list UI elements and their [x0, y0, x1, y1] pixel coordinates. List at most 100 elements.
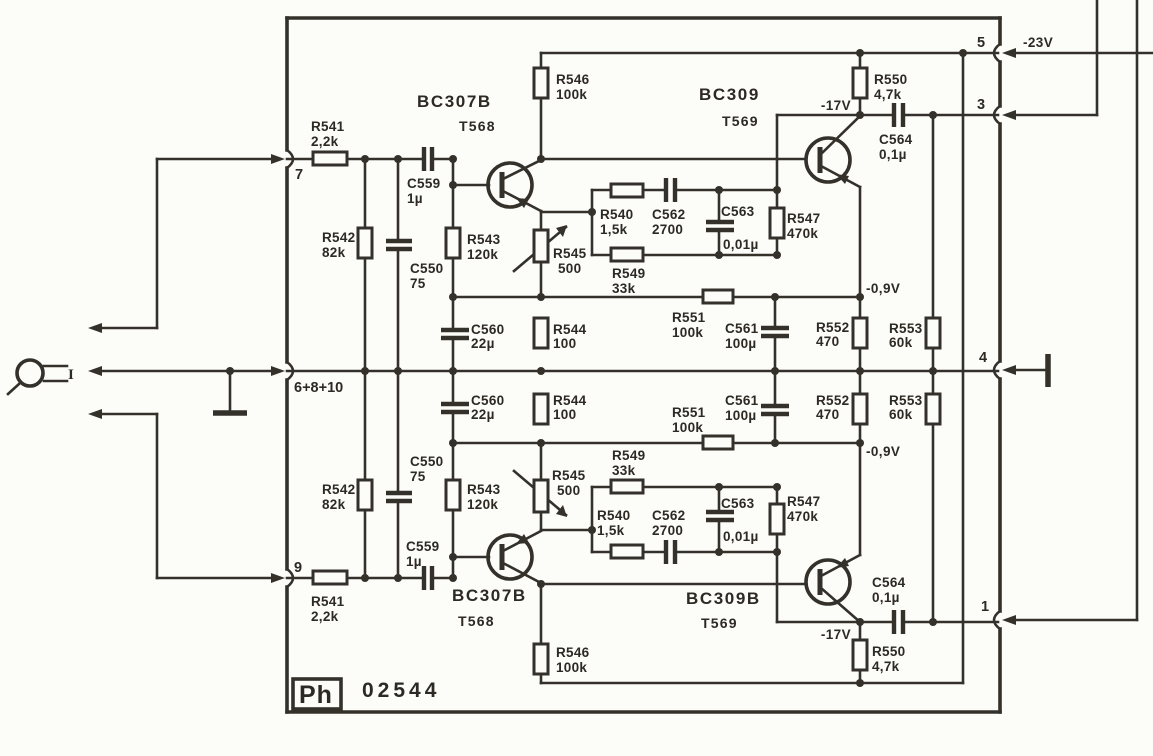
- resistor-r550-bottom: [851, 638, 869, 672]
- value-r553-bottom: 60k: [889, 407, 913, 422]
- external-right-wiring: [1002, 0, 1153, 625]
- value-r545-top: 500: [558, 261, 581, 276]
- label-r541-bottom: R541: [311, 594, 345, 609]
- label-c563-bottom: C563: [721, 496, 755, 511]
- value-r540-bottom: 1,5k: [597, 523, 625, 538]
- label-c560-top: C560: [471, 322, 504, 337]
- value-r551-top: 100k: [672, 325, 703, 340]
- label-c550-top: C550: [410, 261, 443, 276]
- resistor-r543-bottom: [444, 478, 462, 512]
- q1-id: T568: [459, 118, 496, 134]
- terminal-label-7: 7: [295, 167, 303, 183]
- resistor-r545-bottom: [532, 478, 550, 514]
- resistor-r543-top: [444, 226, 462, 260]
- value-c559-bottom: 1µ: [406, 554, 422, 569]
- label-r542-bottom: R542: [322, 482, 355, 497]
- capacitor-c564-top: [891, 103, 906, 127]
- resistor-r550-top: [851, 66, 869, 100]
- q4-id: T569: [701, 615, 738, 631]
- resistor-r542-bottom: [356, 478, 374, 512]
- terminal-label-4: 4: [979, 350, 987, 366]
- label-r540-top: R540: [600, 207, 633, 222]
- label-r547-top: R547: [787, 211, 820, 226]
- terminal-label-3: 3: [977, 97, 985, 113]
- capacitor-c550-top: [386, 238, 412, 252]
- emitter-voltage-top: -0,9V: [866, 281, 900, 296]
- resistor-r552-top: [851, 316, 869, 350]
- label-c560-bottom: C560: [471, 393, 504, 408]
- value-r540-top: 1,5k: [600, 222, 628, 237]
- value-c564-top: 0,1µ: [879, 147, 907, 162]
- value-r550-bottom: 4,7k: [872, 659, 900, 674]
- capacitor-c560-bottom: [441, 401, 469, 415]
- value-r542-bottom: 82k: [322, 497, 346, 512]
- q2-id: T569: [722, 113, 759, 129]
- resistor-r546-top: [532, 66, 550, 100]
- resistor-symbols: [311, 66, 942, 676]
- label-c550-bottom: C550: [410, 454, 443, 469]
- label-r552-bottom: R552: [816, 393, 849, 408]
- input-connector-symbol: [6, 358, 69, 396]
- transistor-q1-symbol: [486, 161, 534, 209]
- value-c560-bottom: 22µ: [471, 407, 495, 422]
- value-r543-top: 120k: [467, 247, 498, 262]
- transistor-q2-symbol: [804, 136, 852, 184]
- label-r549-bottom: R549: [612, 448, 645, 463]
- capacitor-symbols: [386, 103, 906, 634]
- value-r551-bottom: 100k: [672, 420, 703, 435]
- label-r543-top: R543: [467, 232, 501, 247]
- label-r543-bottom: R543: [467, 482, 501, 497]
- value-r550-top: 4,7k: [874, 87, 902, 102]
- label-c559-bottom: C559: [406, 539, 439, 554]
- capacitor-c563-top: [706, 219, 734, 233]
- label-r550-bottom: R550: [872, 644, 905, 659]
- capacitor-c559-top: [421, 147, 435, 171]
- resistor-r545-top: [532, 228, 550, 264]
- value-r541-top: 2,2k: [311, 134, 339, 149]
- q1-type: BC307B: [417, 92, 492, 111]
- value-r543-bottom: 120k: [467, 497, 498, 512]
- label-r549-top: R549: [612, 266, 645, 281]
- label-c563-top: C563: [721, 204, 755, 219]
- value-c563-bottom: 0,01µ: [723, 529, 759, 544]
- label-r545-top: R545: [553, 246, 587, 261]
- collector-voltage-bottom: -17V: [821, 627, 851, 642]
- label-r546-bottom: R546: [556, 645, 590, 660]
- label-r553-top: R553: [889, 321, 923, 336]
- input-wiring: [88, 154, 285, 583]
- label-c564-top: C564: [879, 132, 913, 147]
- label-r544-top: R544: [553, 322, 587, 337]
- label-r551-top: R551: [672, 310, 706, 325]
- q3-type: BC307B: [452, 586, 527, 605]
- emitter-voltage-bottom: -0,9V: [866, 444, 900, 459]
- resistor-r547-top: [768, 206, 786, 240]
- value-c562-top: 2700: [652, 222, 683, 237]
- supply-voltage-label: -23V: [1023, 35, 1053, 50]
- label-c562-top: C562: [652, 207, 685, 222]
- resistor-r553-bottom: [924, 392, 942, 426]
- label-r541-top: R541: [311, 119, 345, 134]
- value-r552-bottom: 470: [816, 407, 839, 422]
- label-c561-bottom: C561: [725, 393, 759, 408]
- terminal-label-5: 5: [977, 35, 985, 51]
- capacitor-c564-bottom: [891, 610, 906, 634]
- value-r547-top: 470k: [787, 226, 818, 241]
- label-c561-top: C561: [725, 321, 759, 336]
- resistor-r553-top: [924, 316, 942, 350]
- label-r540-bottom: R540: [597, 508, 630, 523]
- resistor-r540-top: [609, 182, 645, 199]
- value-r541-bottom: 2,2k: [311, 609, 339, 624]
- value-r546-top: 100k: [556, 87, 587, 102]
- resistor-r541-bottom: [311, 569, 349, 586]
- value-r546-bottom: 100k: [556, 660, 587, 675]
- value-r542-top: 82k: [322, 245, 346, 260]
- capacitor-c560-top: [441, 327, 469, 341]
- q2-type: BC309: [699, 85, 760, 104]
- q4-type: BC309B: [686, 589, 761, 608]
- value-r544-top: 100: [553, 336, 576, 351]
- brand-logo: Ph: [299, 681, 333, 709]
- capacitor-c562-bottom: [663, 540, 678, 564]
- value-r547-bottom: 470k: [787, 509, 818, 524]
- resistor-r544-bottom: [532, 392, 550, 426]
